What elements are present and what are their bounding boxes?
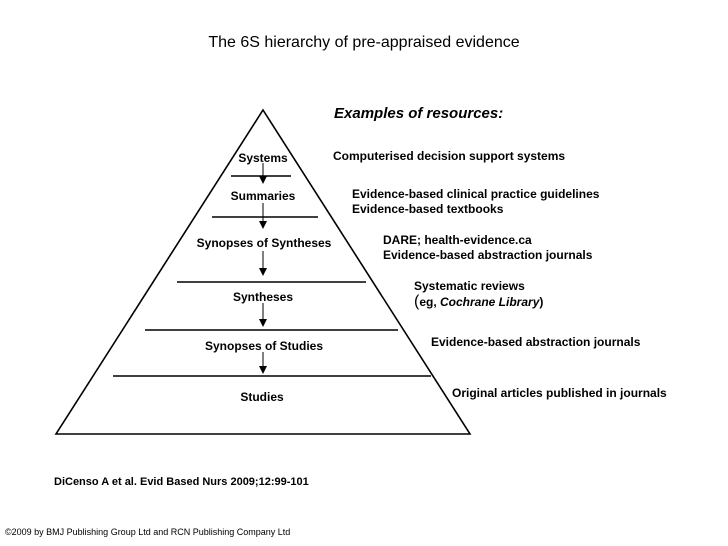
- resource-line: Computerised decision support systems: [333, 149, 566, 163]
- resource-systems: Computerised decision support systems: [333, 149, 565, 164]
- tier-label-synopses-of-studies: Synopses of Studies: [205, 339, 323, 353]
- eg-text: eg,: [419, 295, 440, 309]
- resource-synopses-of-studies: Evidence-based abstraction journals: [431, 335, 640, 350]
- tier-label-systems: Systems: [238, 151, 288, 165]
- resource-studies: Original articles published in journals: [452, 386, 667, 401]
- resource-line: Evidence-based abstraction journals: [431, 335, 641, 349]
- tier-label-studies: Studies: [240, 390, 284, 404]
- tier-label-summaries: Summaries: [231, 189, 296, 203]
- resource-line: Systematic reviews: [414, 279, 525, 293]
- open-paren: (: [414, 293, 420, 310]
- resource-line: Evidence-based clinical practice guideli…: [352, 187, 600, 201]
- tier-label-syntheses: Syntheses: [233, 290, 293, 304]
- resource-synopses-of-syntheses: DARE; health-evidence.ca Evidence-based …: [383, 233, 592, 263]
- resource-line: DARE; health-evidence.ca: [383, 233, 532, 247]
- close-paren: ): [539, 295, 544, 309]
- citation: DiCenso A et al. Evid Based Nurs 2009;12…: [54, 476, 309, 488]
- resource-line: Evidence-based abstraction journals: [383, 248, 593, 262]
- pyramid-outline: [54, 108, 472, 435]
- resource-summaries: Evidence-based clinical practice guideli…: [352, 187, 599, 217]
- resource-line: Evidence-based textbooks: [352, 202, 504, 216]
- resources-heading: Examples of resources:: [334, 105, 504, 122]
- cochrane-library-text: Cochrane Library: [440, 295, 540, 309]
- copyright: ©2009 by BMJ Publishing Group Ltd and RC…: [5, 527, 291, 537]
- resource-syntheses: Systematic reviews (eg, Cochrane Library…: [414, 279, 543, 310]
- resource-line: Original articles published in journals: [452, 386, 667, 400]
- resource-line-example: (eg, Cochrane Library): [414, 294, 543, 310]
- tier-label-synopses-of-syntheses: Synopses of Syntheses: [197, 236, 332, 250]
- page-title: The 6S hierarchy of pre-appraised eviden…: [208, 34, 520, 51]
